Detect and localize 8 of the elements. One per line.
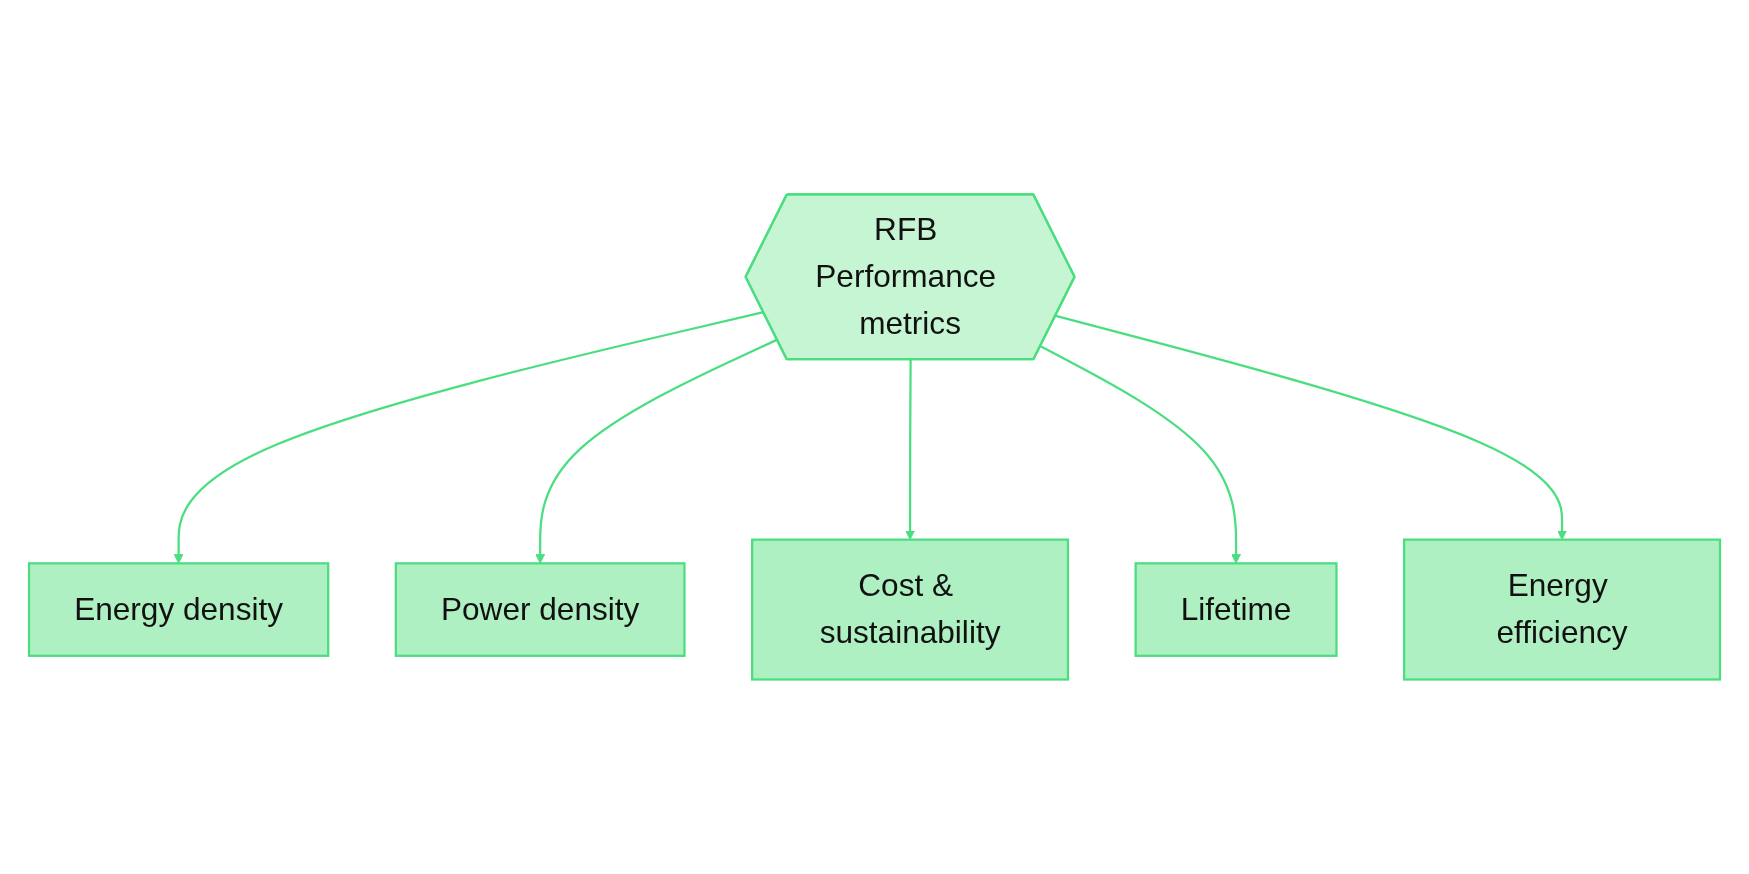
arrow [535,338,778,564]
node-box: Cost & sustainability [751,538,1070,681]
node-box: Power density [394,562,686,657]
node-box: Energy efficiency [1403,538,1722,681]
node-box: Lifetime [1134,562,1338,657]
arrow [1040,345,1241,564]
node-box: Energy density [27,562,330,657]
arrow [173,311,764,564]
